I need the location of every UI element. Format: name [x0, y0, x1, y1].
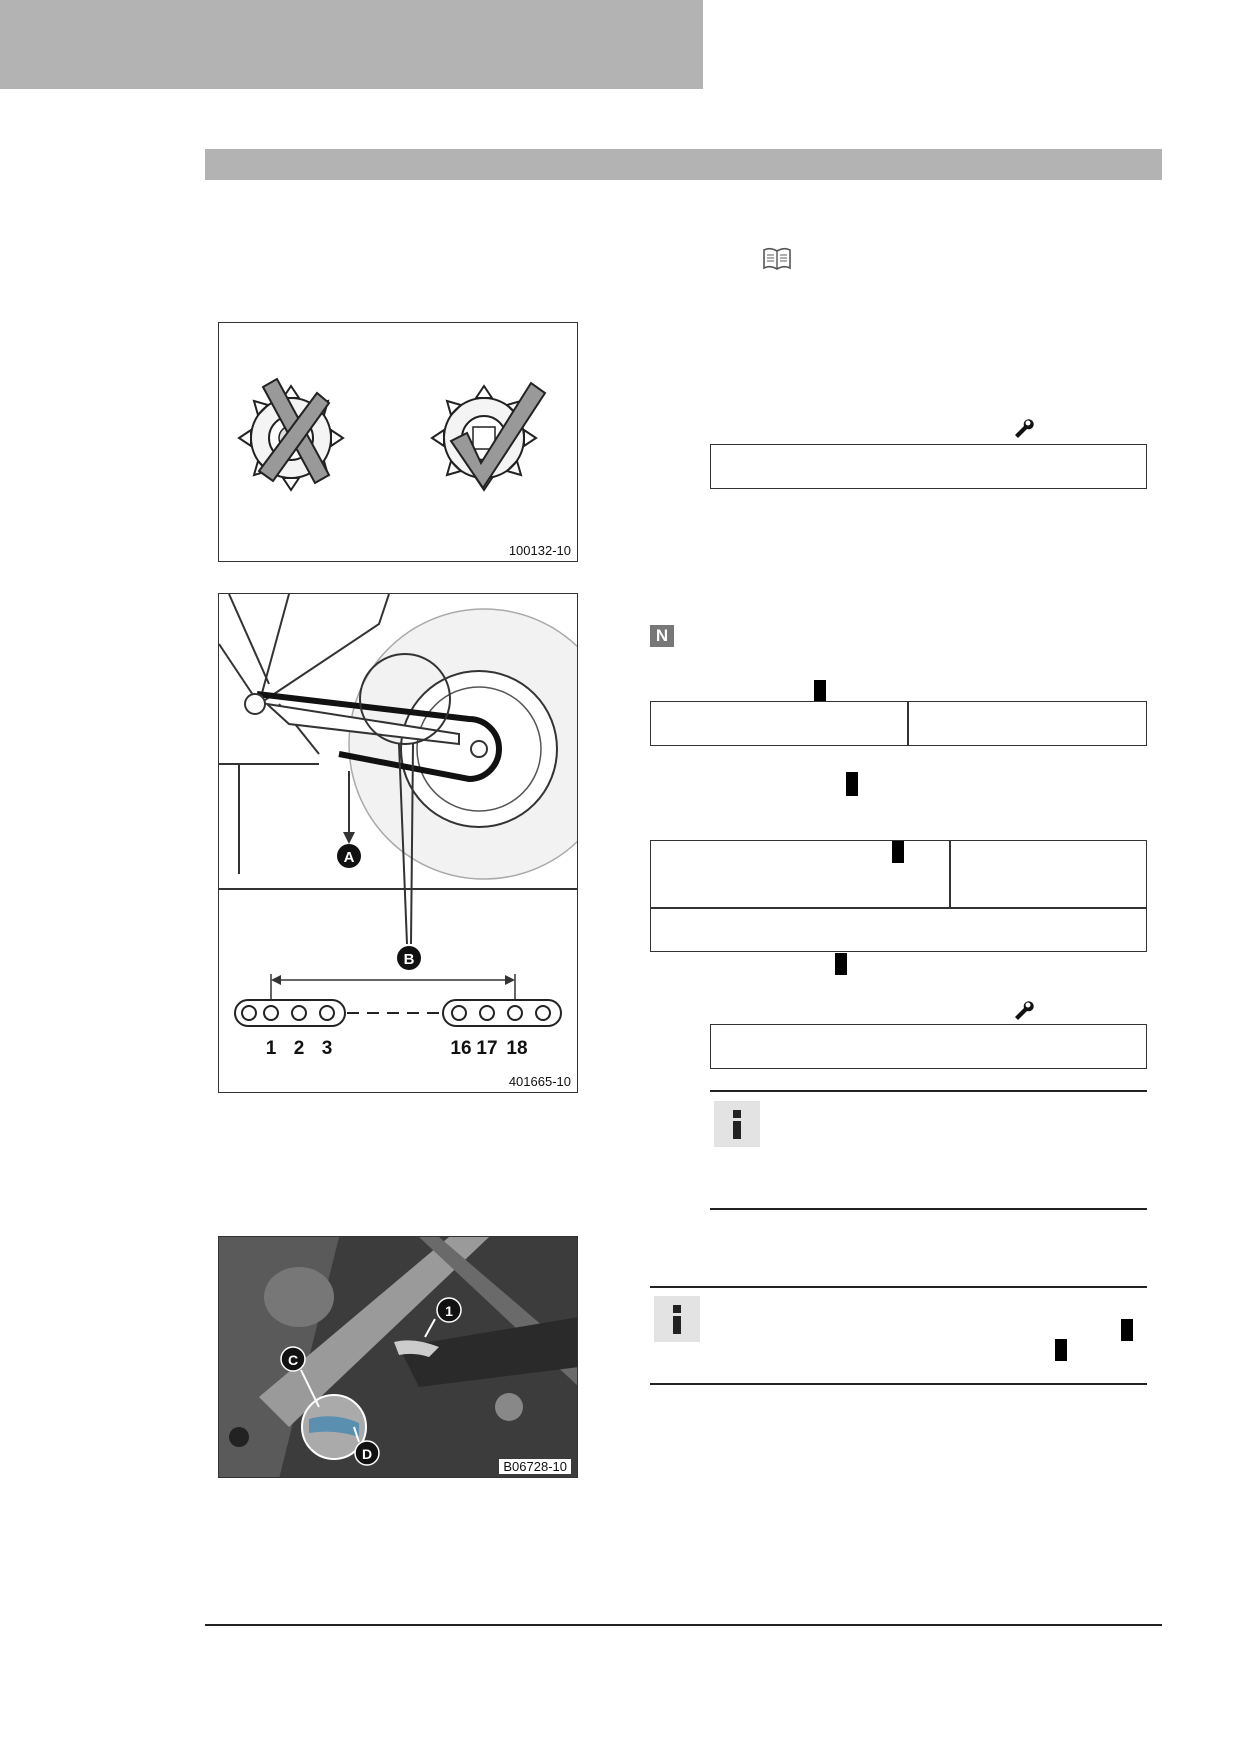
note-icon: N	[650, 625, 674, 647]
sprocket-figure: 100132-10	[218, 322, 578, 562]
callout-1: 1	[445, 1303, 453, 1319]
link-number: 16	[450, 1038, 471, 1059]
black-marker	[892, 841, 904, 863]
black-marker	[1055, 1339, 1067, 1361]
link-number: 3	[322, 1038, 333, 1059]
black-marker	[846, 772, 858, 796]
black-marker	[814, 680, 826, 702]
callout-c: C	[288, 1352, 298, 1368]
black-marker	[1121, 1319, 1133, 1341]
callout-b: B	[404, 951, 415, 968]
chain-figure: A B 1 2 3 16 17 18 401665-10	[218, 593, 578, 1093]
sprocket-illustration	[237, 377, 547, 492]
figure-caption: B06728-10	[499, 1459, 571, 1474]
chain-illustration: A B 1 2 3 16 17 18	[219, 594, 577, 1059]
spec-box	[710, 444, 1147, 489]
black-marker	[835, 953, 847, 975]
header-band	[0, 0, 703, 89]
book-icon	[763, 247, 791, 270]
link-number: 17	[476, 1038, 497, 1059]
rear-wheel-icon	[348, 608, 577, 880]
link-number: 18	[506, 1038, 527, 1059]
spec-box	[710, 1024, 1147, 1069]
check-icon	[449, 381, 547, 490]
divider	[650, 1286, 1147, 1288]
link-number: 1	[266, 1038, 277, 1059]
divider	[710, 1090, 1147, 1092]
info-icon	[714, 1101, 760, 1147]
photo-illustration: 1 C D	[219, 1237, 577, 1477]
spec-table	[650, 701, 1147, 746]
section-title-bar	[205, 149, 1162, 180]
link-number: 2	[294, 1038, 305, 1059]
cross-icon	[257, 377, 331, 485]
info-icon	[654, 1296, 700, 1342]
figure-caption: 100132-10	[508, 543, 571, 558]
callout-a: A	[344, 849, 355, 866]
wrench-icon	[1015, 1001, 1034, 1020]
divider	[710, 1208, 1147, 1210]
divider	[650, 1383, 1147, 1385]
figure-caption: 401665-10	[508, 1074, 571, 1089]
callout-d: D	[362, 1446, 372, 1462]
wrench-icon	[1015, 419, 1034, 438]
footer-rule	[205, 1624, 1162, 1626]
chain-guide-photo: 1 C D B06728-10	[218, 1236, 578, 1478]
